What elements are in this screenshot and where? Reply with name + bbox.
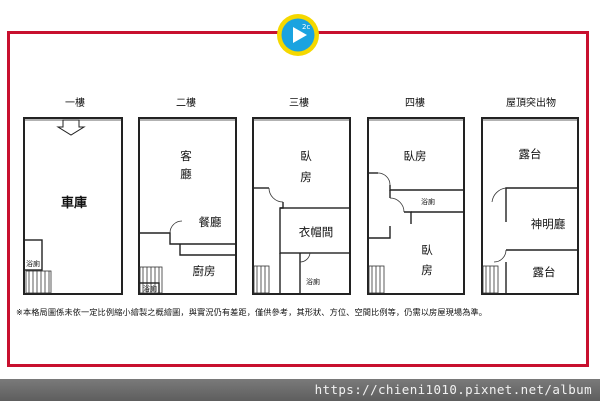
room-living-1: 客 (180, 149, 192, 163)
disclaimer-text: ※本格局圖係未依一定比例縮小繪製之概繪圖，與實況仍有差距，僅供參考，其形狀、方位… (16, 307, 488, 317)
room-dining: 餐廳 (199, 215, 222, 229)
room-terrace-bottom: 露台 (533, 265, 556, 279)
room-kitchen: 廚房 (193, 264, 216, 278)
room-shrine: 神明廳 (531, 217, 566, 231)
plan-frame (7, 31, 589, 367)
floor-2-plan: 二樓 客 廳 餐廳 廚房 浴廁 (138, 96, 237, 295)
footer-bar: https://chieni1010.pixnet.net/album (0, 379, 600, 401)
logo-text: 2c (302, 23, 310, 31)
room-bath-2f: 浴廁 (143, 284, 157, 293)
room-living-2: 廳 (180, 167, 192, 181)
room-bath-1f: 浴廁 (26, 259, 40, 268)
room-bedroom-3f-1: 臥 (300, 149, 312, 163)
floor-1-plan: 一樓 車庫 浴廁 (23, 96, 123, 295)
room-closet: 衣帽間 (299, 225, 334, 239)
roof-plan: 屋頂突出物 露台 神明廳 露台 (481, 96, 579, 295)
room-bedroom-4f-top: 臥房 (404, 149, 427, 163)
floor-3-label: 三樓 (289, 96, 309, 109)
room-bedroom-3f-2: 房 (300, 170, 312, 184)
floor-2-label: 二樓 (176, 96, 196, 109)
room-garage: 車庫 (61, 195, 87, 211)
room-bath-3f: 浴廁 (306, 277, 320, 286)
floor-1-label: 一樓 (65, 96, 85, 109)
room-bedroom-4f-b1: 臥 (421, 243, 433, 257)
floor-4-plan: 四樓 臥房 浴廁 臥 房 (367, 96, 465, 295)
entrance-arrow-icon (56, 119, 86, 136)
roof-label: 屋頂突出物 (506, 96, 556, 109)
room-terrace-top: 露台 (519, 147, 542, 161)
site-logo-icon[interactable]: 2c (275, 12, 321, 58)
room-bath-4f: 浴廁 (421, 197, 435, 206)
floor-4-label: 四樓 (405, 96, 425, 109)
floor-3-plan: 三樓 臥 房 衣帽間 浴廁 (252, 96, 351, 295)
room-bedroom-4f-b2: 房 (421, 263, 433, 277)
album-url-link[interactable]: https://chieni1010.pixnet.net/album (314, 382, 592, 397)
